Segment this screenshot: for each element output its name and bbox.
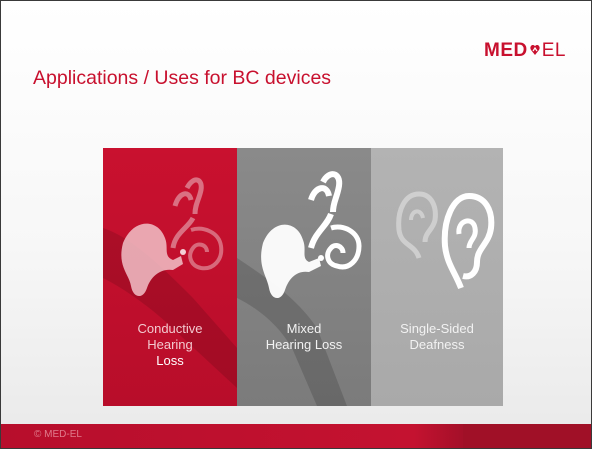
copyright-text: © MED-EL bbox=[34, 429, 82, 440]
label-line-1: Single-Sided bbox=[400, 321, 474, 336]
med-el-logo: MED EL bbox=[484, 40, 566, 62]
footer-accent bbox=[463, 424, 591, 448]
panel-conductive: Conductive Hearing Loss bbox=[103, 148, 237, 406]
label-line-1: Conductive bbox=[137, 321, 203, 336]
panel-conductive-label: Conductive Hearing Loss bbox=[103, 321, 237, 369]
label-line-3: Loss bbox=[156, 353, 184, 368]
logo-text-med: MED bbox=[484, 40, 528, 61]
slide-title: Applications / Uses for BC devices bbox=[33, 67, 332, 89]
logo-mark-icon bbox=[530, 44, 540, 55]
footer-bar: © MED-EL bbox=[1, 424, 591, 448]
inner-ear-icon bbox=[237, 171, 362, 406]
label-line-2: Hearing Loss bbox=[265, 337, 343, 352]
label-line-2: Hearing bbox=[147, 337, 193, 352]
panel-single-sided-label: Single-Sided Deafness bbox=[371, 321, 503, 353]
logo-text-el: EL bbox=[541, 40, 566, 61]
label-line-1: Mixed bbox=[286, 321, 322, 336]
label-line-2: Deafness bbox=[409, 337, 465, 352]
ear-outline-icon bbox=[396, 191, 438, 259]
ear-outline-icon bbox=[441, 192, 495, 290]
panel-mixed-label: Mixed Hearing Loss bbox=[237, 321, 371, 353]
panel-single-sided: Single-Sided Deafness bbox=[371, 148, 503, 406]
panel-mixed: Mixed Hearing Loss bbox=[237, 148, 371, 406]
inner-ear-icon bbox=[103, 177, 237, 388]
